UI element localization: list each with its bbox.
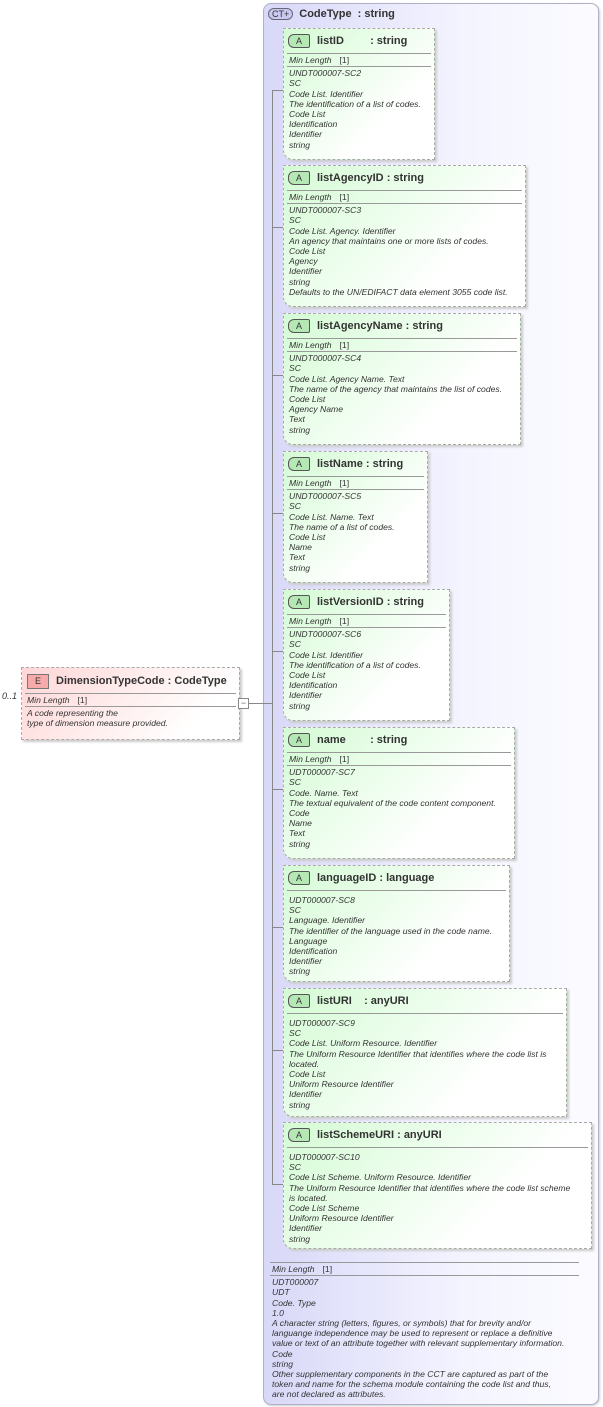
attribute-type: : anyURI	[364, 995, 409, 1007]
connector	[272, 90, 283, 91]
attribute-name: listAgencyID	[317, 172, 384, 184]
attribute-icon: A	[288, 34, 310, 48]
documentation: UNDT000007-SC5 SC Code List. Name. Text …	[289, 491, 395, 573]
connector	[272, 227, 283, 228]
documentation: UNDT000007-SC4 SC Code List. Agency Name…	[289, 353, 503, 435]
complex-type-footer: Min Length[1] UDT000007 UDT Code. Type 1…	[267, 1258, 582, 1401]
connector	[272, 375, 283, 376]
connector	[272, 1184, 283, 1185]
connector	[272, 651, 283, 652]
attribute-name: name	[317, 734, 346, 746]
attribute-name: languageID	[317, 872, 377, 884]
attribute-icon: A	[288, 871, 310, 885]
collapse-toggle[interactable]: −	[238, 698, 249, 709]
attribute-type: : string	[370, 734, 408, 746]
documentation: UDT000007-SC10 SC Code List Scheme. Unif…	[289, 1152, 571, 1244]
documentation: A code representing the type of dimensio…	[27, 708, 168, 729]
complex-type-type: : string	[357, 8, 395, 20]
documentation: UDT000007-SC7 SC Code. Name. Text The te…	[289, 767, 496, 849]
attribute-type: : language	[379, 872, 435, 884]
documentation: UDT000007 UDT Code. Type 1.0 A character…	[272, 1277, 565, 1400]
attribute-name: listAgencyName	[317, 320, 403, 332]
element-name: DimensionTypeCode	[56, 675, 165, 687]
connector	[272, 789, 283, 790]
occurrence: 0..1	[2, 691, 18, 701]
attribute-type: : string	[386, 172, 424, 184]
attribute-type: : string	[365, 458, 404, 470]
min-length-facet: Min Length[1]	[27, 695, 88, 705]
attribute-type: : string	[386, 596, 424, 608]
min-length-facet: Min Length[1]	[289, 192, 350, 202]
min-length-facet: Min Length[1]	[289, 340, 350, 350]
documentation: UDT000007-SC9 SC Code List. Uniform Reso…	[289, 1018, 547, 1110]
documentation: UNDT000007-SC6 SC Code List. Identifier …	[289, 629, 421, 711]
min-length-facet: Min Length[1]	[289, 55, 350, 65]
connector	[272, 927, 283, 928]
connector	[248, 703, 272, 704]
complex-type-name: CodeType	[299, 8, 352, 20]
documentation: UDT000007-SC8 SC Language. Identifier Th…	[289, 895, 493, 977]
element-dimensiontypecode[interactable]: E DimensionTypeCode : CodeType Min Lengt…	[21, 667, 240, 740]
attribute-icon: A	[288, 994, 310, 1008]
attribute-name: listName	[317, 458, 363, 470]
min-length-facet: Min Length[1]	[289, 478, 350, 488]
attribute-name: listURI	[317, 995, 352, 1007]
connector	[272, 513, 283, 514]
min-length-facet: Min Length[1]	[289, 616, 350, 626]
element-type: : CodeType	[167, 675, 227, 687]
element-icon: E	[27, 673, 49, 689]
documentation: UNDT000007-SC2 SC Code List. Identifier …	[289, 68, 421, 150]
attribute-icon: A	[288, 457, 310, 471]
connector	[272, 1050, 283, 1051]
attribute-type: : string	[405, 320, 443, 332]
min-length-facet: Min Length[1]	[272, 1264, 333, 1274]
attribute-icon: A	[288, 595, 310, 609]
attribute-name: listSchemeURI	[317, 1129, 395, 1141]
attribute-type: : anyURI	[397, 1129, 442, 1141]
attribute-type: : string	[370, 35, 408, 47]
attribute-icon: A	[288, 319, 310, 333]
attribute-icon: A	[288, 733, 310, 747]
connector-trunk	[272, 90, 273, 1184]
attribute-icon: A	[288, 171, 310, 185]
complex-type-icon: CT+	[268, 8, 294, 20]
documentation: UNDT000007-SC3 SC Code List. Agency. Ide…	[289, 205, 508, 297]
attribute-icon: A	[288, 1128, 310, 1142]
attribute-name: listID	[317, 35, 344, 47]
min-length-facet: Min Length[1]	[289, 754, 350, 764]
attribute-name: listVersionID	[317, 596, 384, 608]
